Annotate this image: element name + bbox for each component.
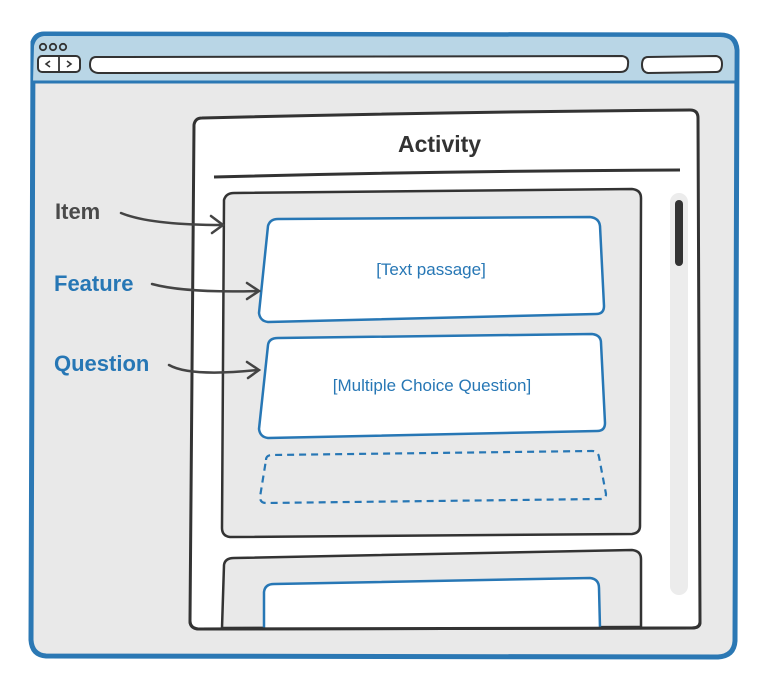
address-bar[interactable]	[88, 54, 630, 75]
multiple-choice-question-box	[257, 332, 607, 440]
multiple-choice-label: [Multiple Choice Question]	[332, 376, 532, 395]
scrollbar[interactable]	[670, 193, 688, 595]
search-bar[interactable]	[640, 54, 724, 75]
item-annotation-label: Item	[55, 199, 101, 224]
three-dots-icon[interactable]	[38, 42, 68, 52]
scrollbar-track[interactable]	[670, 193, 688, 595]
scrollbar-thumb[interactable]	[675, 200, 683, 266]
back-forward-icon[interactable]	[37, 55, 81, 73]
feature-box-2	[262, 576, 602, 629]
item-arrow	[119, 211, 226, 235]
activity-title-underline	[213, 168, 681, 179]
question-arrow	[167, 360, 262, 380]
text-passage-feature-box	[257, 215, 606, 324]
feature-arrow	[150, 281, 262, 301]
question-annotation-label: Question	[54, 351, 150, 376]
feature-annotation-label: Feature	[54, 271, 134, 296]
empty-placeholder-box	[258, 449, 608, 505]
activity-title: Activity	[398, 131, 482, 157]
text-passage-label: [Text passage]	[376, 260, 486, 279]
